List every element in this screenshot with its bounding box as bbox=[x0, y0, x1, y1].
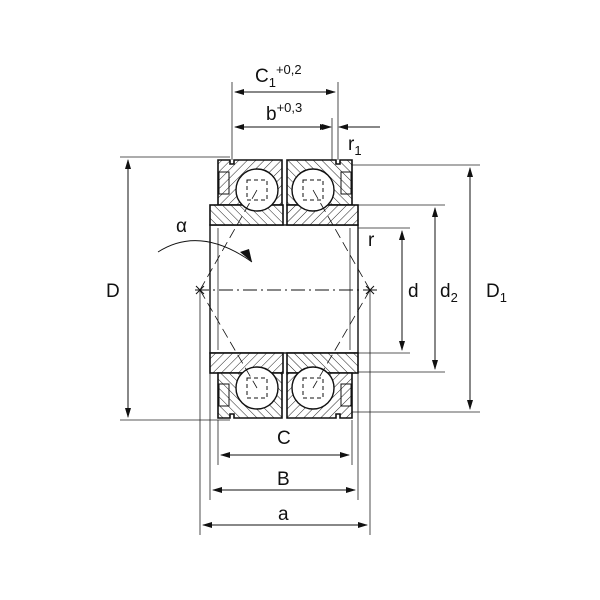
labels: C1+0,2 b+0,3 r1 α r D d d2 D1 C B a bbox=[106, 62, 507, 525]
bearing-section bbox=[157, 159, 378, 419]
label-d2: d2 bbox=[440, 281, 458, 305]
label-r1: r1 bbox=[348, 134, 362, 158]
angle-arc bbox=[157, 240, 253, 263]
label-D1: D1 bbox=[486, 281, 507, 305]
cages bbox=[246, 179, 324, 399]
label-D: D bbox=[106, 281, 120, 302]
label-C1: C1+0,2 bbox=[255, 62, 302, 90]
dimension-lines bbox=[125, 89, 473, 528]
label-d: d bbox=[408, 281, 419, 302]
label-B: B bbox=[277, 469, 290, 490]
label-C: C bbox=[277, 428, 291, 449]
label-alpha: α bbox=[176, 216, 187, 237]
label-a: a bbox=[278, 504, 289, 525]
extension-lines bbox=[120, 82, 480, 535]
label-r: r bbox=[368, 230, 375, 251]
label-b: b+0,3 bbox=[266, 100, 302, 125]
